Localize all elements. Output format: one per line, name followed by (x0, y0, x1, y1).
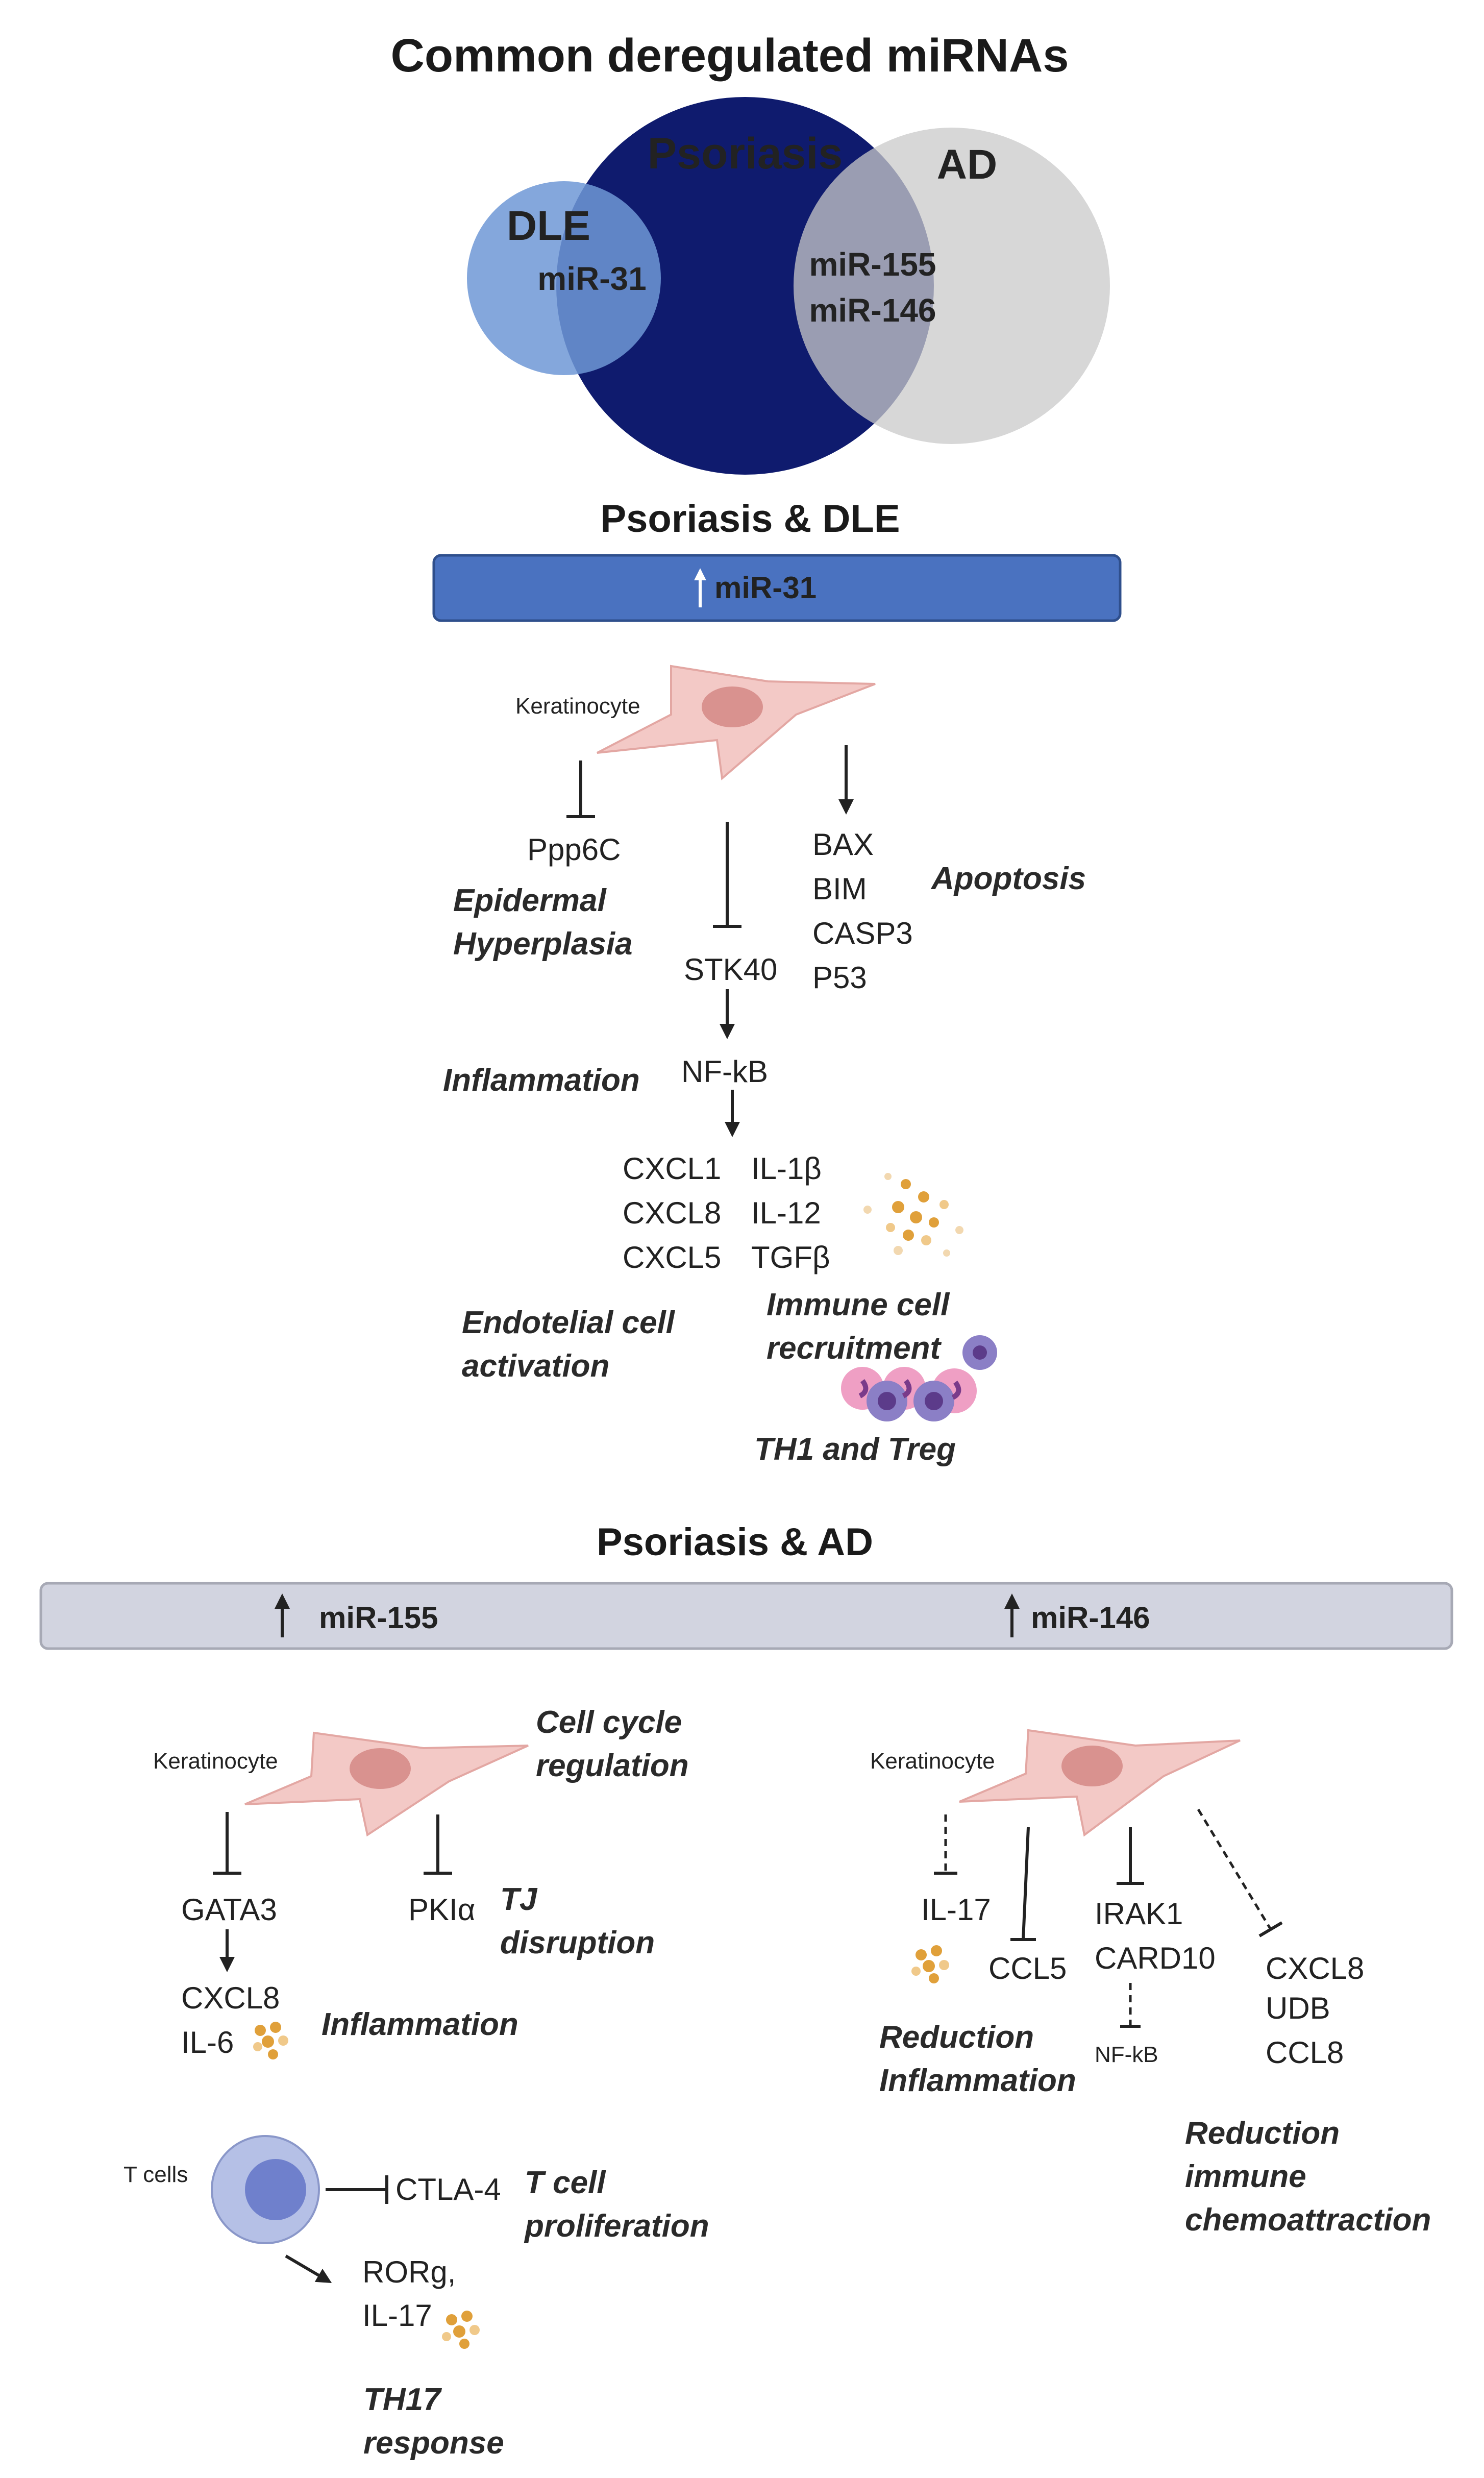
il-6-label: IL-6 (181, 2025, 234, 2059)
inhibit-line (1022, 1827, 1030, 1940)
cell-cycle-line1: Cell cycle (536, 1705, 682, 1740)
venn-circle-ad (794, 128, 1110, 444)
tj-disruption-line2: disruption (500, 1925, 655, 1960)
ppp6c-label: Ppp6C (527, 832, 621, 867)
venn-label-psoriasis: Psoriasis (648, 129, 843, 178)
nf-kb-label: NF-kB (1095, 2042, 1158, 2067)
epidermal-hyperplasia-line1: Epidermal (453, 883, 607, 918)
th17-response-line2: response (363, 2425, 504, 2461)
cxcl8-label: CXCL8 (181, 1981, 280, 2015)
venn-mir-155: miR-155 (809, 246, 936, 283)
t-cells-label: T cells (123, 2162, 188, 2187)
il-17-label: IL-17 (921, 1893, 991, 1927)
cxcl5-label: CXCL5 (623, 1240, 721, 1274)
irak1-label: IRAK1 (1095, 1897, 1183, 1931)
stk40-label: STK40 (684, 952, 777, 987)
reduction-inflammation-line2: Inflammation (879, 2063, 1076, 2098)
venn-mir-146: miR-146 (809, 292, 936, 329)
endotelial-activation-line2: activation (462, 1348, 609, 1384)
venn-label-ad: AD (937, 141, 997, 188)
keratinocyte-label: Keratinocyte (870, 1749, 995, 1774)
th17-response-line1: TH17 (363, 2382, 442, 2417)
cxcl1-label: CXCL1 (623, 1151, 721, 1186)
cytokine-cluster-icon (442, 2311, 480, 2349)
activate-arrow (285, 2254, 332, 2284)
ccl5-label: CCL5 (988, 1951, 1067, 1985)
il-1b-label: IL-1β (751, 1151, 822, 1186)
apoptosis-label: Apoptosis (930, 861, 1086, 896)
reduction-chemoattraction-line1: Reduction (1185, 2116, 1340, 2151)
immune-recruitment-line1: Immune cell (766, 1287, 950, 1322)
section-title-psoriasis-ad: Psoriasis & AD (597, 1520, 873, 1564)
th1-treg-label: TH1 and Treg (754, 1432, 956, 1467)
reduction-chemoattraction-line3: chemoattraction (1185, 2202, 1431, 2238)
mir-155-banner-label: miR-155 (319, 1601, 438, 1635)
il-12-label: IL-12 (751, 1196, 821, 1230)
inflammation-label: Inflammation (321, 2007, 518, 2042)
rorg-label: RORg, (362, 2255, 456, 2289)
mir-146-banner-label: miR-146 (1031, 1601, 1150, 1635)
gata3-label: GATA3 (181, 1893, 277, 1927)
mir-31-banner-label: miR-31 (714, 571, 817, 605)
tgfb-label: TGFβ (751, 1240, 830, 1274)
keratinocyte-cell-icon (959, 1729, 1241, 1837)
il-17-label: IL-17 (362, 2298, 432, 2333)
t-cell-icon (211, 2135, 320, 2244)
venn-diagram: Psoriasis AD DLE miR-31 miR-155 miR-146 (467, 97, 1110, 475)
keratinocyte-cell-icon (597, 665, 876, 780)
main-title: Common deregulated miRNAs (390, 30, 1069, 82)
cxcl8-label: CXCL8 (623, 1196, 721, 1230)
inflammation-label: Inflammation (443, 1063, 640, 1098)
mir-155-146-banner (39, 1582, 1453, 1650)
t-cell-proliferation-line1: T cell (525, 2165, 606, 2200)
cytokine-cluster-icon (253, 2022, 288, 2059)
immune-recruitment-line2: recruitment (766, 1331, 942, 1366)
p53-label: P53 (812, 961, 867, 995)
bax-label: BAX (812, 827, 874, 862)
ccl8-label: CCL8 (1266, 2035, 1344, 2070)
bim-label: BIM (812, 872, 867, 906)
epidermal-hyperplasia-line2: Hyperplasia (453, 926, 633, 962)
nf-kb-label: NF-kB (681, 1054, 768, 1089)
ctla-4-label: CTLA-4 (395, 2172, 501, 2206)
cell-cycle-line2: regulation (536, 1748, 689, 1783)
cytokine-cloud-icon (863, 1173, 963, 1257)
cytokine-cluster-icon (911, 1945, 949, 1983)
immune-cells-icon (841, 1335, 997, 1421)
venn-label-dle: DLE (507, 203, 590, 249)
pkia-label: PKIα (408, 1893, 475, 1927)
keratinocyte-label: Keratinocyte (515, 694, 640, 719)
keratinocyte-label: Keratinocyte (153, 1749, 278, 1774)
endotelial-activation-line1: Endotelial cell (462, 1305, 676, 1340)
venn-mir-31: miR-31 (537, 260, 646, 297)
tj-disruption-line1: TJ (500, 1882, 538, 1917)
udb-label: UDB (1266, 1991, 1330, 2025)
card10-label: CARD10 (1095, 1941, 1216, 1975)
section-title-psoriasis-dle: Psoriasis & DLE (600, 497, 900, 541)
mir-31-banner (432, 554, 1122, 622)
reduction-chemoattraction-line2: immune (1185, 2159, 1306, 2194)
casp3-label: CASP3 (812, 916, 913, 950)
keratinocyte-cell-icon (244, 1731, 529, 1837)
dashed-inhibit-line (1197, 1808, 1272, 1930)
cxcl8-label: CXCL8 (1266, 1951, 1364, 1985)
venn-circle-dle (467, 181, 661, 375)
reduction-inflammation-line1: Reduction (879, 2020, 1034, 2055)
t-cell-proliferation-line2: proliferation (524, 2209, 709, 2244)
